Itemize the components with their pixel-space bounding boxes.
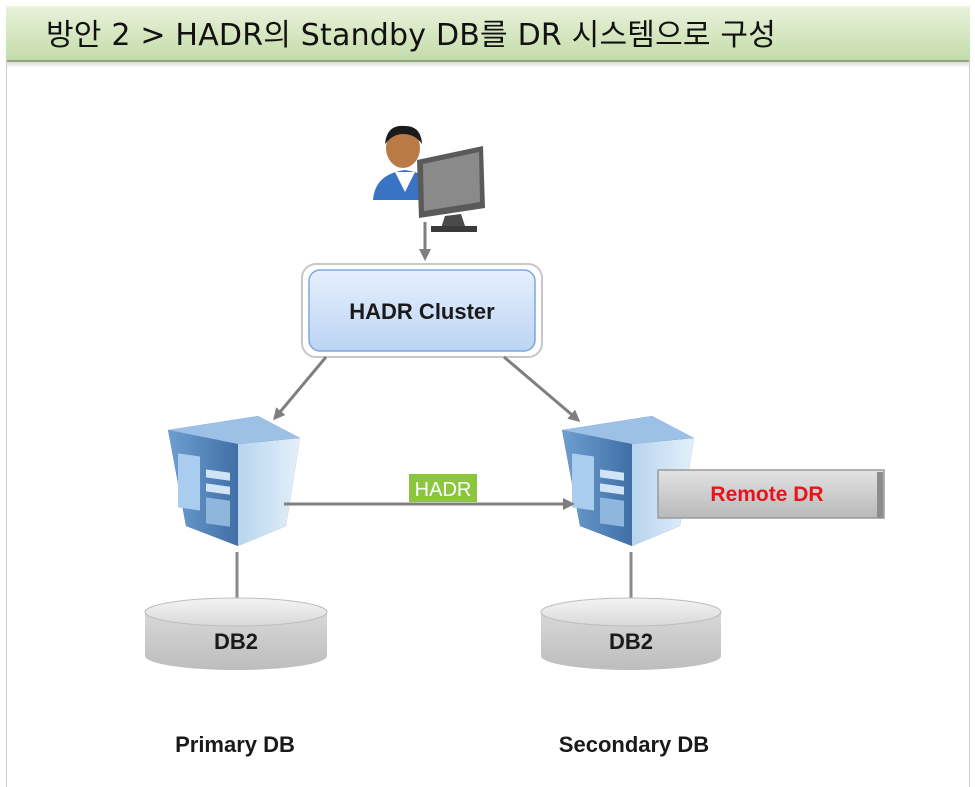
secondary-db-label: DB2 (609, 629, 653, 654)
arrow-cluster-to-primary (273, 356, 328, 421)
cluster-label: HADR Cluster (349, 299, 495, 324)
remote-dr-box: Remote DR (657, 469, 885, 519)
content-frame (6, 58, 970, 787)
primary-db-label: DB2 (214, 629, 258, 654)
hadr-label-text: HADR (415, 479, 472, 501)
user-at-computer-icon (373, 125, 485, 232)
primary-server-icon (168, 416, 300, 546)
remote-dr-label: Remote DR (710, 483, 823, 506)
primary-db-caption: Primary DB (175, 732, 295, 757)
primary-database-icon: DB2 (144, 597, 328, 670)
title-bar: 방안 2 > HADR의 Standby DB를 DR 시스템으로 구성 (6, 6, 970, 68)
secondary-db-caption: Secondary DB (559, 732, 709, 757)
secondary-database-icon: DB2 (540, 597, 722, 670)
hadr-replication-label: HADR (409, 474, 477, 502)
arrow-cluster-to-secondary (503, 355, 581, 422)
page-title: 방안 2 > HADR의 Standby DB를 DR 시스템으로 구성 (46, 18, 777, 53)
hadr-cluster-node: HADR Cluster (301, 263, 543, 358)
